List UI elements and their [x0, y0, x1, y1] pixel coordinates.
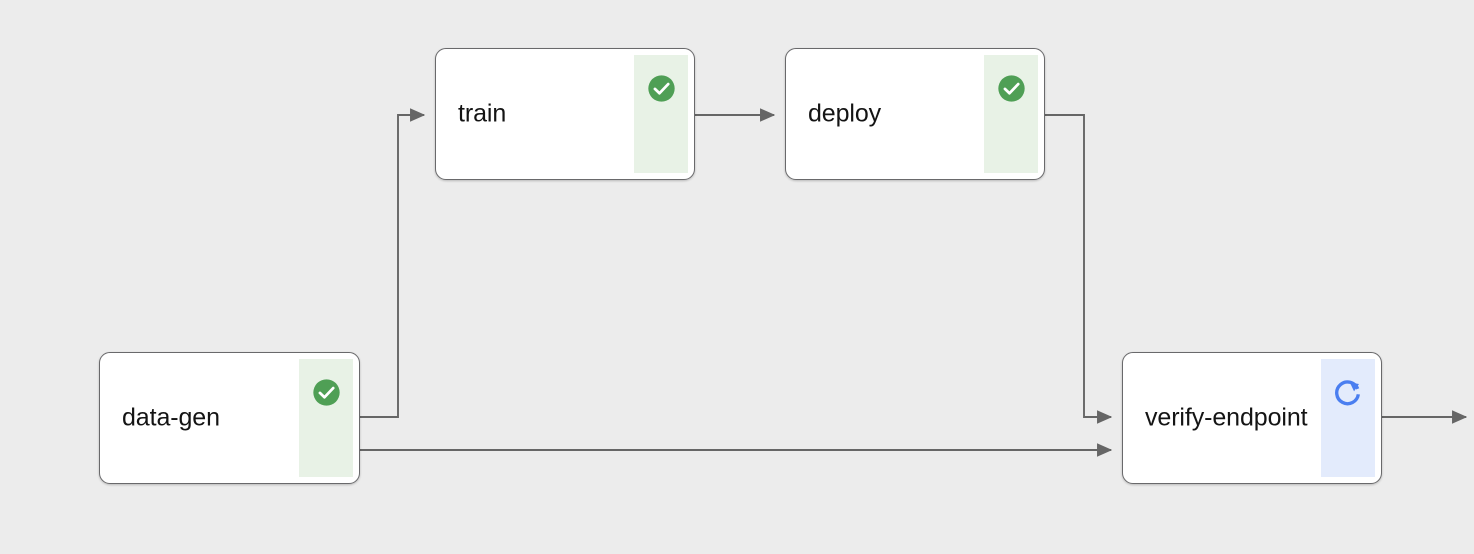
pipeline-node-train[interactable]: train — [435, 48, 695, 180]
pipeline-node-data-gen[interactable]: data-gen — [99, 352, 360, 484]
pipeline-node-deploy[interactable]: deploy — [785, 48, 1045, 180]
spinner-refresh-icon — [1334, 380, 1360, 406]
node-status-strip-train[interactable] — [634, 55, 688, 173]
edge-e1 — [360, 108, 426, 418]
node-label-data-gen: data-gen — [122, 403, 220, 432]
check-circle-icon — [312, 379, 340, 406]
node-label-verify-endpoint: verify-endpoint — [1145, 403, 1308, 432]
check-circle-icon — [647, 75, 675, 102]
node-label-train: train — [458, 99, 507, 128]
node-label-deploy: deploy — [808, 99, 882, 128]
node-status-strip-data-gen[interactable] — [299, 359, 353, 477]
pipeline-node-verify-endpoint[interactable]: verify-endpoint — [1122, 352, 1382, 484]
node-status-strip-deploy[interactable] — [984, 55, 1038, 173]
check-circle-icon — [997, 75, 1025, 102]
edge-e3 — [1045, 114, 1113, 424]
node-status-strip-verify-endpoint[interactable] — [1321, 359, 1375, 477]
